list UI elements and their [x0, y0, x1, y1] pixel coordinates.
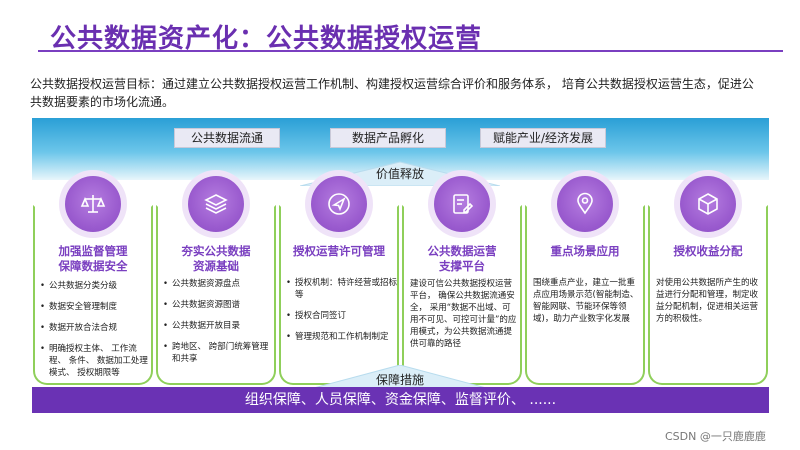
- card-license-body: 授权机制：特许经营或招标等 授权合同签订 管理规范和工作机制制定: [285, 277, 397, 352]
- card-resource-body: 公共数据资源盘点 公共数据资源图谱 公共数据开放目录 跨地区、 跨部门统筹管理和…: [162, 278, 274, 374]
- card-platform-body: 建设可信公共数据授权运营平台， 确保公共数据流通安全， 采用“数据不出域、可用不…: [410, 278, 518, 350]
- list-item: 公共数据分类分级: [39, 280, 151, 292]
- page-title: 公共数据资产化：公共数据授权运营: [50, 24, 483, 54]
- card-revenue-text: 对使用公共数据所产生的收益进行分配和管理，制定收益分配机制，促进相关运营方的积极…: [656, 278, 759, 324]
- card-revenue-distribution: [648, 205, 768, 385]
- list-item: 公共数据资源图谱: [162, 299, 274, 311]
- card-platform: [402, 205, 522, 385]
- card-resource-title-line1: 夯实公共数据: [181, 244, 251, 258]
- card-supervision-title-line1: 加强监督管理: [58, 244, 128, 258]
- goal-text: 通过建立公共数据授权运营工作机制、构建授权运营综合评价和服务体系， 培育公共数据…: [30, 77, 754, 109]
- goal-statement: 公共数据授权运营目标：通过建立公共数据授权运营工作机制、构建授权运营综合评价和服…: [30, 75, 760, 111]
- card-supervision-title: 加强监督管理 保障数据安全: [33, 244, 153, 274]
- list-item: 管理规范和工作机制制定: [285, 331, 397, 343]
- pill-product-incubation: 数据产品孵化: [330, 128, 446, 148]
- list-item: 跨地区、 跨部门统筹管理和共享: [162, 341, 274, 365]
- pill-industry-empowerment: 赋能产业/经济发展: [480, 128, 606, 148]
- send-icon: [311, 176, 367, 232]
- support-arrow: [310, 365, 490, 389]
- goal-label: 公共数据授权运营目标：: [30, 77, 163, 91]
- watermark: CSDN @一只鹿鹿鹿: [665, 430, 766, 443]
- guarantee-bar: 组织保障、人员保障、资金保障、监督评价、 ......: [32, 387, 769, 413]
- card-key-scenarios: [525, 205, 645, 385]
- pill-data-flow: 公共数据流通: [174, 128, 280, 148]
- card-platform-text: 建设可信公共数据授权运营平台， 确保公共数据流通安全， 采用“数据不出域、可用不…: [410, 279, 517, 349]
- card-platform-title: 公共数据运营 支撑平台: [402, 244, 522, 274]
- list-item: 数据安全管理制度: [39, 301, 151, 313]
- list-item: 数据开放合法合规: [39, 322, 151, 334]
- support-measures-label: 保障措施: [375, 373, 424, 387]
- card-supervision-body: 公共数据分类分级 数据安全管理制度 数据开放合法合规 明确授权主体、 工作流程、…: [39, 280, 151, 388]
- document-edit-icon: [434, 176, 490, 232]
- list-item: 授权合同签订: [285, 310, 397, 322]
- card-license-title: 授权运营许可管理: [293, 244, 385, 258]
- card-resource-title-line2: 资源基础: [193, 259, 239, 273]
- location-pin-icon: [557, 176, 613, 232]
- list-item: 公共数据资源盘点: [162, 278, 274, 290]
- card-scenarios-text: 围绕重点产业，建立一批重点应用场景示范(智能制造、智能网联、节能环保等领域)，助…: [533, 278, 639, 324]
- card-scenarios-title: 重点场景应用: [550, 244, 620, 258]
- card-supervision-title-line2: 保障数据安全: [58, 259, 128, 273]
- list-item: 明确授权主体、 工作流程、 条件、 数据加工处理模式、 授权期限等: [39, 343, 151, 379]
- list-item: 授权机制：特许经营或招标等: [285, 277, 397, 301]
- card-scenarios-body: 围绕重点产业，建立一批重点应用场景示范(智能制造、智能网联、节能环保等领域)，助…: [533, 277, 641, 325]
- layers-icon: [188, 176, 244, 232]
- top-band: 公共数据流通 数据产品孵化 赋能产业/经济发展: [32, 118, 769, 180]
- list-item: 公共数据开放目录: [162, 320, 274, 332]
- cube-icon: [680, 176, 736, 232]
- card-revenue-title: 授权收益分配: [673, 244, 743, 258]
- card-platform-title-line1: 公共数据运营: [427, 244, 497, 258]
- card-revenue-body: 对使用公共数据所产生的收益进行分配和管理，制定收益分配机制，促进相关运营方的积极…: [656, 277, 764, 325]
- value-release-label: 价值释放: [375, 167, 424, 181]
- scale-icon: [65, 176, 121, 232]
- title-divider: [38, 50, 783, 52]
- card-resource-title: 夯实公共数据 资源基础: [156, 244, 276, 274]
- card-platform-title-line2: 支撑平台: [439, 259, 485, 273]
